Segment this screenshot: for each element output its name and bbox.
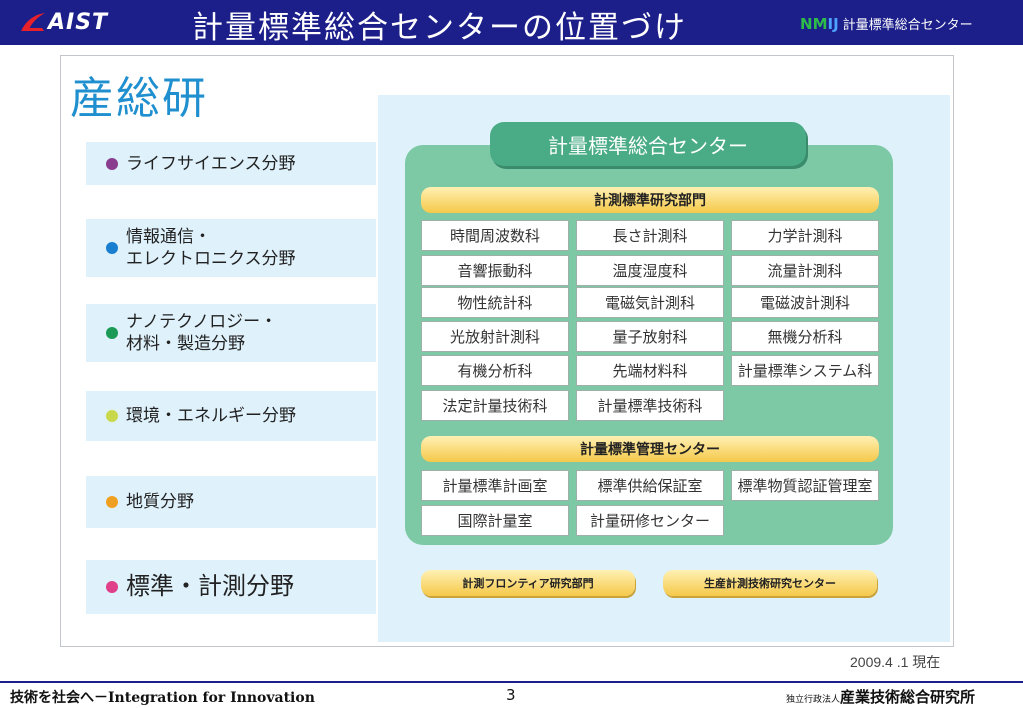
as-of-date: 2009.4 .1 現在 <box>850 654 941 670</box>
field-label: ライフサイエンス分野 <box>126 153 296 173</box>
management-cell: 国際計量室 <box>421 505 569 536</box>
nmij-mark-icon: NMIJ <box>800 14 839 33</box>
field-standards-measurement: 標準・計測分野 <box>86 560 376 614</box>
field-label: 環境・エネルギー分野 <box>126 406 296 425</box>
dept-cell: 光放射計測科 <box>421 321 569 352</box>
bullet-dot-icon <box>106 157 118 170</box>
production-center-pill: 生産計測技術研究センター <box>663 570 877 596</box>
dept-cell: 温度湿度科 <box>576 255 724 286</box>
dept-cell: 物性統計科 <box>421 287 569 318</box>
center-title: 計量標準総合センター <box>490 122 806 166</box>
dept-cell: 音響振動科 <box>421 255 569 286</box>
field-label: 地質分野 <box>126 492 194 511</box>
dept-cell: 力学計測科 <box>731 220 879 251</box>
dept-cell: 無機分析科 <box>731 321 879 352</box>
footer-org-title: 産業技術総合研究所 <box>840 688 976 706</box>
nmij-logo: NMIJ 計量標準総合センター <box>800 14 973 34</box>
management-cell: 計量標準計画室 <box>421 470 569 501</box>
bullet-dot-icon <box>106 581 118 593</box>
dept-cell: 流量計測科 <box>731 255 879 286</box>
aist-logo: AIST <box>20 7 108 37</box>
footer-org-name: 独立行政法人 産業技術総合研究所 <box>786 686 975 707</box>
field-label: 標準・計測分野 <box>126 573 294 600</box>
field-it-electronics: 情報通信・ エレクトロニクス分野 <box>86 219 376 277</box>
dept-cell: 電磁気計測科 <box>576 287 724 318</box>
management-cell: 計量研修センター <box>576 505 724 536</box>
frontier-dept-pill: 計測フロンティア研究部門 <box>421 570 635 596</box>
aist-logo-text: AIST <box>48 9 109 35</box>
dept-cell: 計量標準技術科 <box>576 390 724 421</box>
field-life-science: ライフサイエンス分野 <box>86 142 376 185</box>
field-geology: 地質分野 <box>86 476 376 528</box>
management-cell: 標準供給保証室 <box>576 470 724 501</box>
dept-cell: 計量標準システム科 <box>731 355 879 386</box>
dept-cell: 量子放射科 <box>576 321 724 352</box>
bullet-dot-icon <box>106 410 118 422</box>
bullet-dot-icon <box>106 242 118 254</box>
nmij-label: 計量標準総合センター <box>842 18 973 33</box>
page-title: 計量標準総合センターの位置づけ <box>192 10 687 46</box>
management-cell: 標準物質認証管理室 <box>731 470 879 501</box>
dept-cell: 電磁波計測科 <box>731 287 879 318</box>
management-center-title: 計量標準管理センター <box>421 436 879 462</box>
dept-cell: 法定計量技術科 <box>421 390 569 421</box>
footer-divider <box>0 681 1023 683</box>
dept-cell: 先端材料科 <box>576 355 724 386</box>
dept-cell: 時間周波数科 <box>421 220 569 251</box>
footer-slogan: 技術を社会へ－Integration for Innovation <box>10 690 315 706</box>
research-dept-title: 計測標準研究部門 <box>421 187 879 213</box>
footer-org-type: 独立行政法人 <box>786 695 841 705</box>
bullet-dot-icon <box>106 496 118 508</box>
page-number: 3 <box>506 686 516 704</box>
field-nanotech: ナノテクノロジー・ 材料・製造分野 <box>86 304 376 362</box>
header-bar: AIST 計量標準総合センターの位置づけ NMIJ 計量標準総合センター <box>0 0 1023 46</box>
field-label: 情報通信・ エレクトロニクス分野 <box>126 227 296 268</box>
dept-cell: 有機分析科 <box>421 355 569 386</box>
bullet-dot-icon <box>106 327 118 339</box>
dept-cell: 長さ計測科 <box>576 220 724 251</box>
field-environment-energy: 環境・エネルギー分野 <box>86 391 376 441</box>
aist-swoosh-icon <box>21 13 45 31</box>
field-label: ナノテクノロジー・ 材料・製造分野 <box>126 312 278 353</box>
aist-japanese-name: 産総研 <box>70 73 208 124</box>
